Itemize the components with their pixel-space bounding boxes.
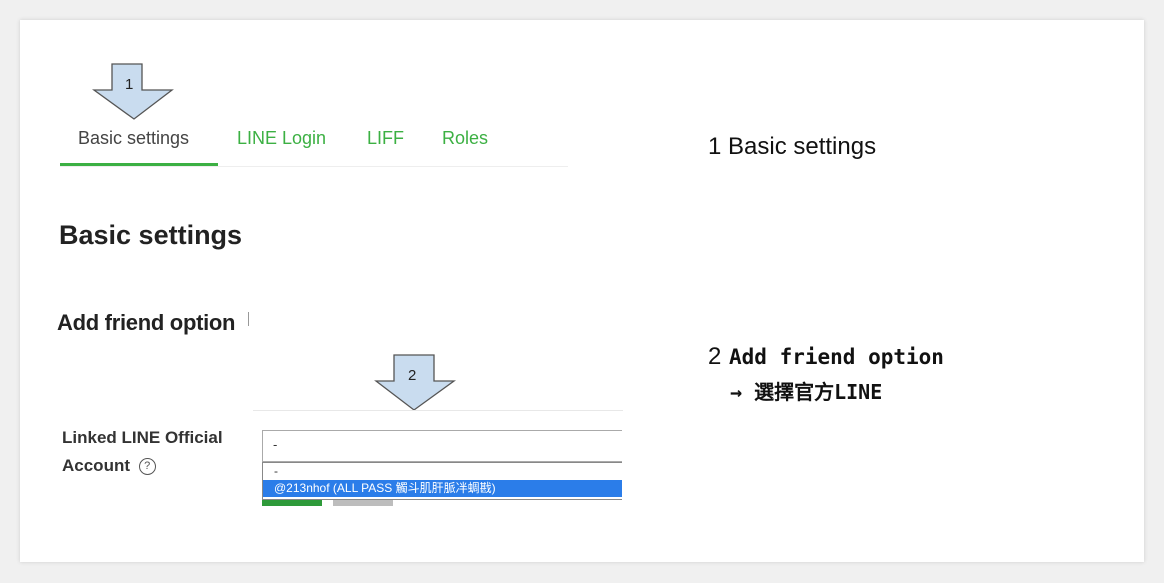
tab-liff[interactable]: LIFF: [367, 128, 405, 148]
update-button[interactable]: [262, 500, 322, 506]
cancel-button[interactable]: [333, 500, 393, 506]
section-title-divider: [248, 312, 249, 326]
question-circle-icon[interactable]: ?: [138, 458, 156, 476]
annotation-arrow-1: 1: [91, 62, 176, 122]
annotation-arrow-2: 2: [374, 353, 458, 413]
dropdown-option-none[interactable]: -: [274, 464, 278, 478]
form-divider: [253, 410, 623, 411]
section-title: Add friend option: [57, 310, 236, 335]
linked-official-account-label-text: Linked LINE Official Account: [62, 428, 223, 475]
tab-roles[interactable]: Roles: [442, 128, 489, 148]
linked-official-account-select[interactable]: -: [262, 430, 622, 462]
annotation-note-2-number: 2: [708, 343, 722, 370]
annotation-arrow-1-number: 1: [125, 76, 134, 93]
dropdown-option-official-account[interactable]: @213nhof (ALL PASS 觸斗肌肝脈冸蜩戡): [263, 480, 622, 497]
content-card: 1 Basic settings LINE Login LIFF Roles B…: [20, 20, 1144, 562]
tab-line-login[interactable]: LINE Login: [237, 128, 327, 148]
active-tab-indicator: [60, 163, 218, 166]
tab-basic-settings[interactable]: Basic settings: [78, 128, 190, 148]
down-arrow-icon: [374, 354, 457, 411]
page-title: Basic settings: [59, 220, 243, 250]
tab-bar: Basic settings LINE Login LIFF Roles: [60, 118, 568, 167]
down-arrow-icon: [91, 63, 174, 120]
linked-official-account-label: Linked LINE Official Account ?: [62, 424, 247, 480]
annotation-note-2-text: Add friend option: [729, 345, 944, 369]
select-current-value: -: [273, 437, 278, 452]
annotation-arrow-2-number: 2: [408, 367, 417, 384]
annotation-note-1: 1 Basic settings: [708, 133, 877, 160]
linked-official-account-dropdown: - @213nhof (ALL PASS 觸斗肌肝脈冸蜩戡): [262, 462, 622, 500]
annotation-note-2-sub: → 選擇官方LINE: [730, 380, 883, 404]
